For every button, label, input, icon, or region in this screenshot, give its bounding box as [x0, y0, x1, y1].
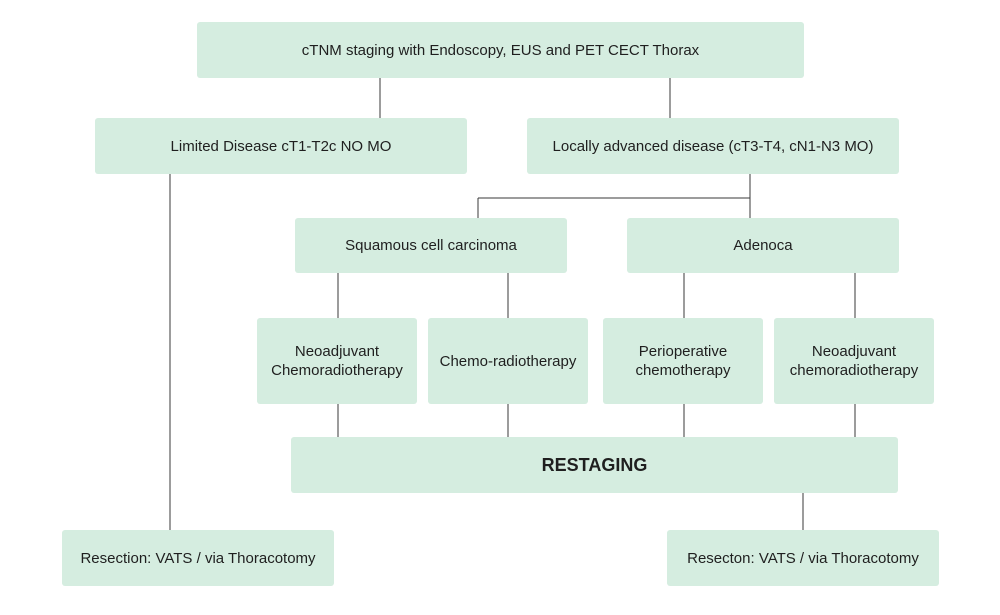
limited-disease-label: Limited Disease cT1-T2c NO MO: [170, 137, 392, 155]
staging-label: cTNM staging with Endoscopy, EUS and PET…: [301, 41, 700, 59]
squamous-label: Squamous cell carcinoma: [345, 237, 517, 254]
neoadjuvant-chemoradiotherapy-adeno-label: Neoadjuvant chemoradiotherapy: [789, 343, 919, 379]
limited-disease-box: Limited Disease cT1-T2c NO MO: [95, 118, 467, 174]
perioperative-chemotherapy-label: Perioperative chemotherapy: [635, 343, 731, 379]
restaging-label: RESTAGING: [541, 454, 648, 475]
staging-box: cTNM staging with Endoscopy, EUS and PET…: [197, 22, 804, 78]
resection-right-box: Resecton: VATS / via Thoracotomy: [667, 530, 939, 586]
neoadjuvant-chemoradiotherapy-adeno-box: Neoadjuvant chemoradiotherapy: [774, 318, 934, 404]
perioperative-chemotherapy-box: Perioperative chemotherapy: [603, 318, 763, 404]
squamous-box: Squamous cell carcinoma: [295, 218, 567, 273]
adenoca-box: Adenoca: [627, 218, 899, 273]
resection-right-label: Resecton: VATS / via Thoracotomy: [687, 549, 919, 567]
chemo-radiotherapy-label: Chemo-radiotherapy: [439, 352, 577, 370]
resection-left-box: Resection: VATS / via Thoracotomy: [62, 530, 334, 586]
neoadjuvant-chemoradiotherapy-squamous-box: Neoadjuvant Chemoradiotherapy: [257, 318, 417, 404]
locally-advanced-label: Locally advanced disease (cT3-T4, cN1-N3…: [552, 137, 874, 155]
restaging-box: RESTAGING: [291, 437, 898, 493]
locally-advanced-box: Locally advanced disease (cT3-T4, cN1-N3…: [527, 118, 899, 174]
chemo-radiotherapy-box: Chemo-radiotherapy: [428, 318, 588, 404]
resection-left-label: Resection: VATS / via Thoracotomy: [80, 549, 316, 567]
neoadjuvant-chemoradiotherapy-squamous-label: Neoadjuvant Chemoradiotherapy: [271, 343, 403, 379]
adenoca-label: Adenoca: [733, 237, 793, 254]
